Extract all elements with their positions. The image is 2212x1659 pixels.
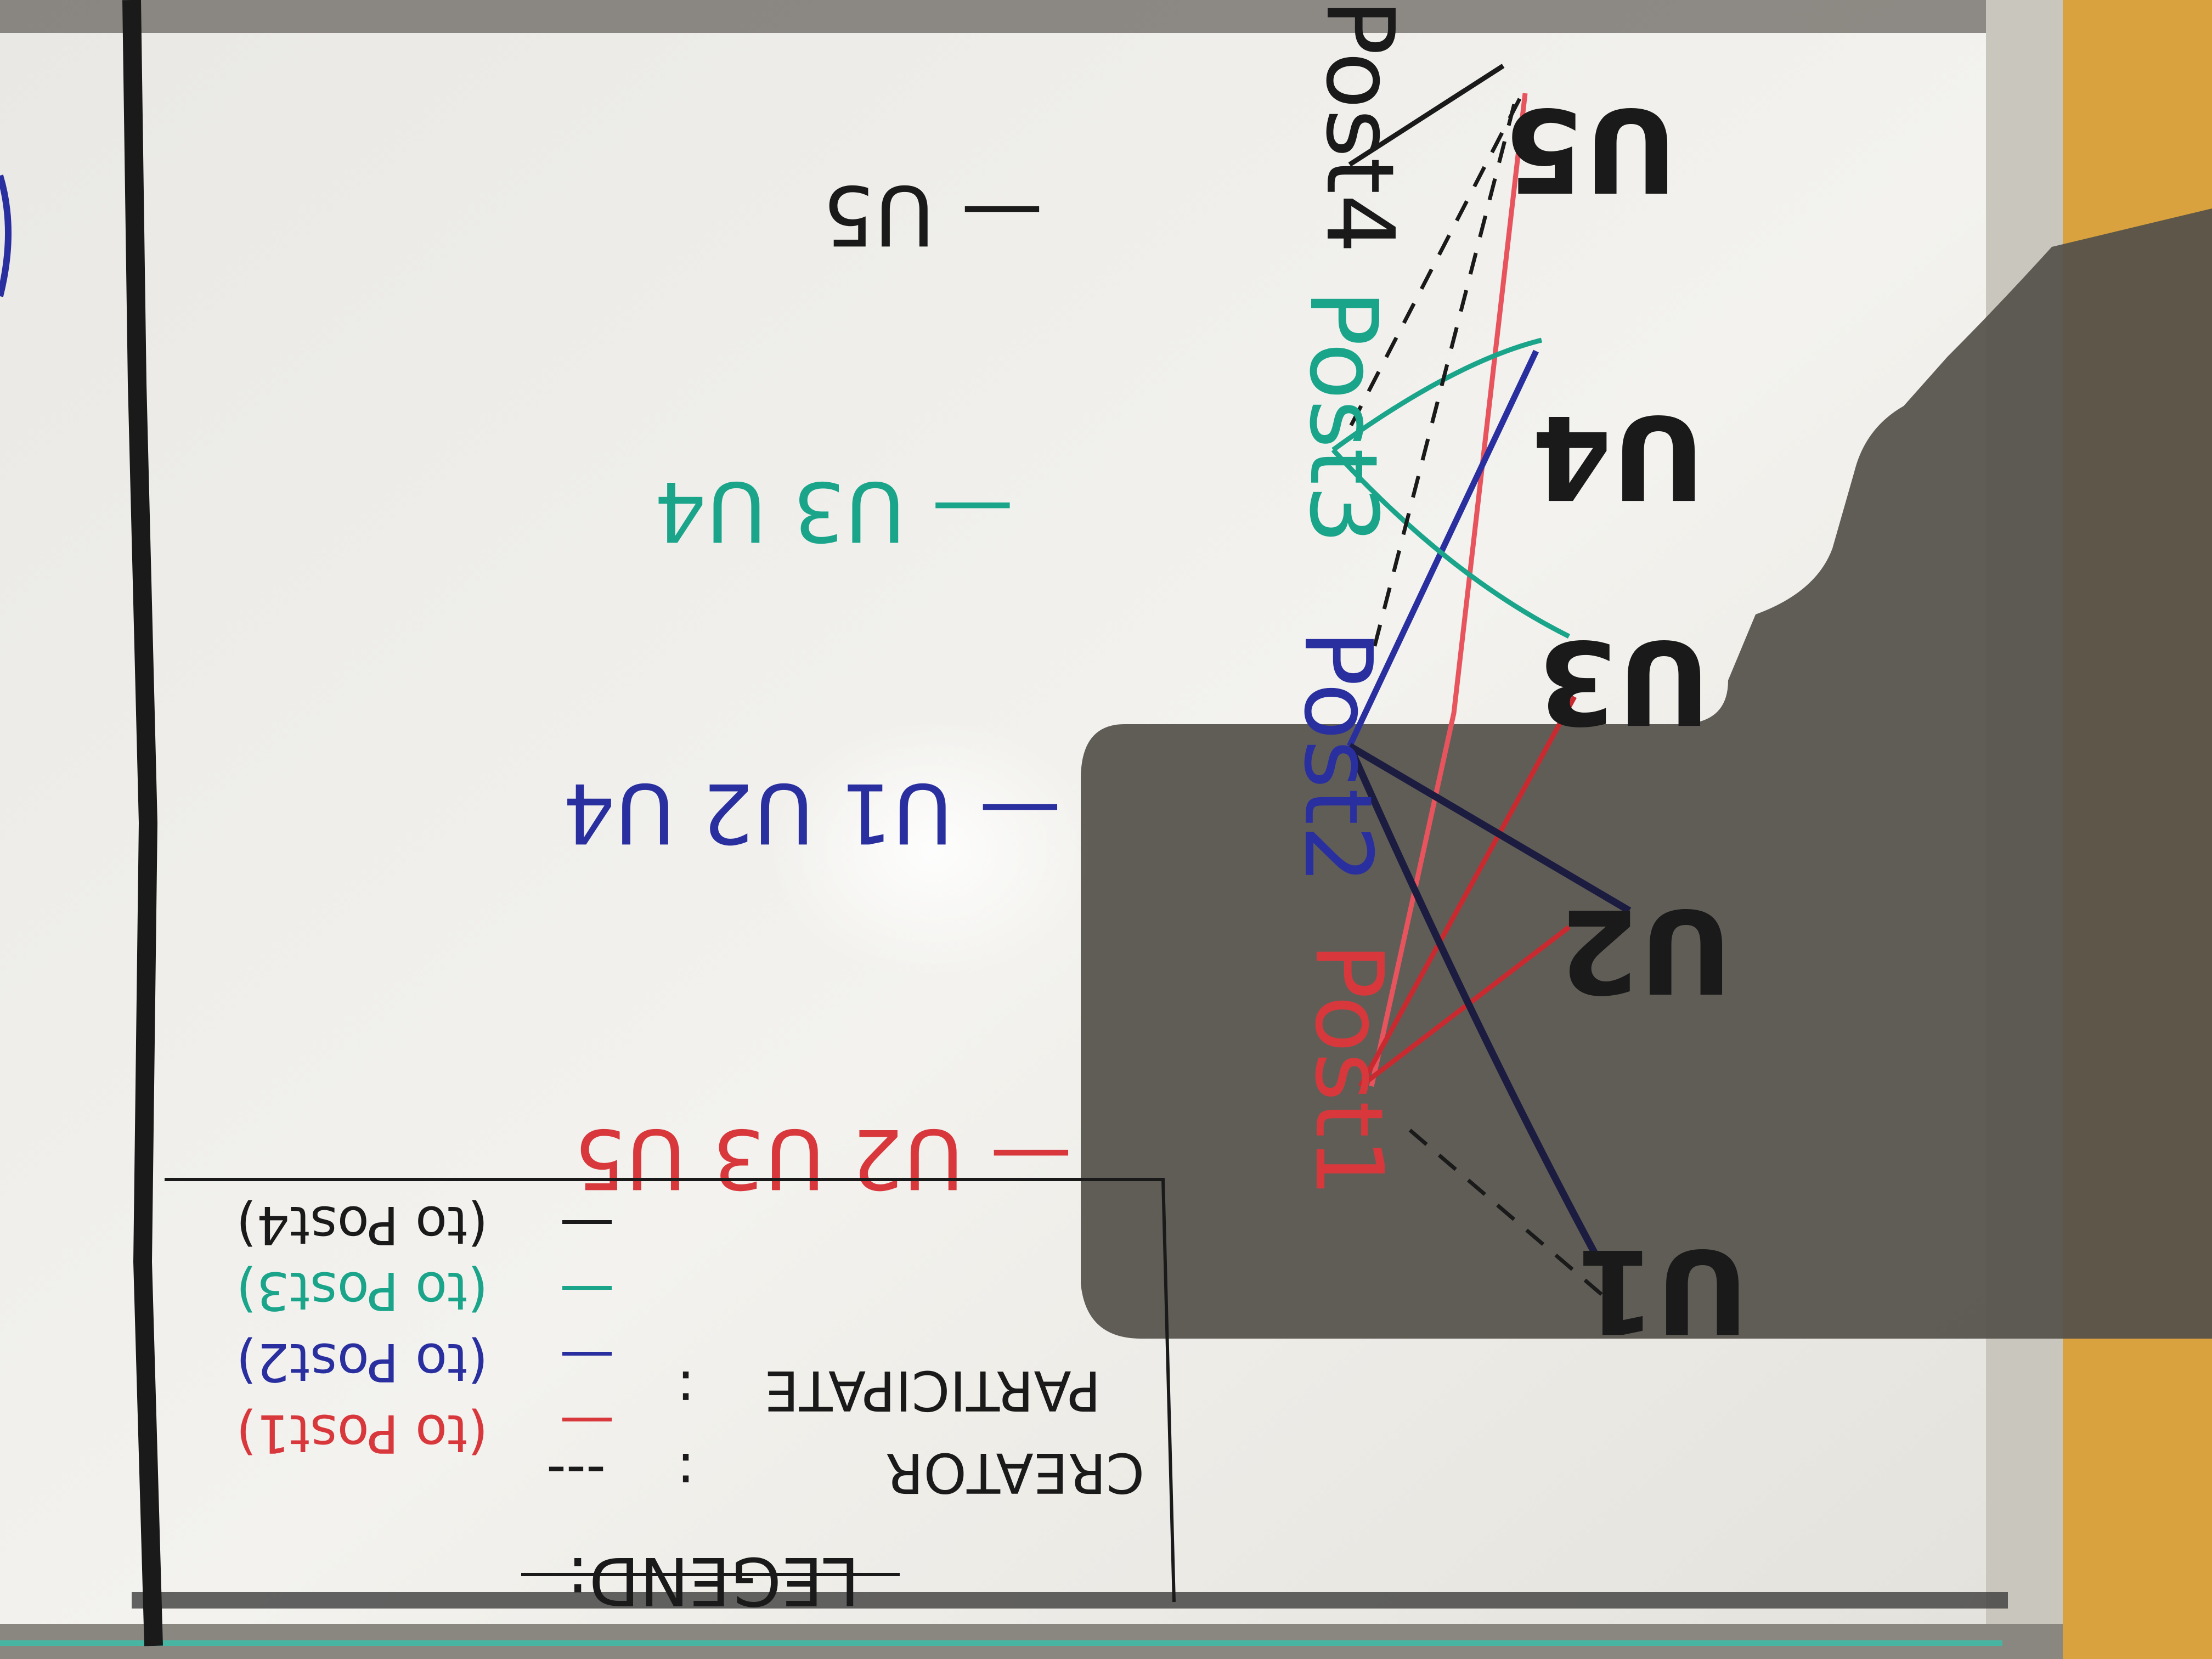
legend-entry-post1-mark: — (560, 1391, 614, 1455)
post1-members: — U2 U3 U5 (574, 1110, 1073, 1206)
legend: LEGEND: CREATOR : --- PARTICIPATE : — (t… (165, 1178, 1176, 1618)
legend-participate-sep: : (676, 1358, 695, 1423)
legend-entry-post2-text: (to Post2) (236, 1331, 488, 1392)
blue-line-u2-post2 (1347, 743, 1632, 914)
legend-entry-post1-text: (to Post1) (236, 1403, 488, 1463)
legend-creator-label: CREATOR (885, 1441, 1144, 1505)
red-line-u2-post1 (1359, 925, 1571, 1088)
user-label-u5: U5 (1504, 82, 1678, 217)
legend-entry-post2-mark: — (560, 1325, 614, 1390)
legend-entry-post4-mark: — (560, 1194, 614, 1258)
post1-label: Post1 (1294, 943, 1403, 1197)
legend-entry-post4-text: (to Post4) (236, 1194, 488, 1255)
hand-shadow (1081, 208, 2212, 1339)
top-shadow (0, 0, 1986, 33)
post2-label: Post2 (1283, 630, 1392, 884)
teal-line-u4-post3 (1331, 337, 1543, 452)
user-labels: U5 U4 U3 U2 U1 (1504, 82, 1750, 1358)
legend-entry-post3-text: (to Post3) (236, 1260, 488, 1321)
light-glare (768, 719, 1097, 982)
user-label-u3: U3 (1537, 614, 1711, 749)
red-line-u3-post1 (1358, 695, 1577, 1088)
legend-creator-mark: --- (546, 1441, 606, 1505)
legend-title: LEGEND: (567, 1542, 860, 1618)
post4-members: — U5 (822, 167, 1043, 262)
post3-members: — U3 U4 (654, 463, 1014, 558)
dashed-creator-u5-post2 (1369, 104, 1516, 659)
black-line-u5-post4 (1348, 64, 1505, 167)
teal-line-u3-post3 (1331, 448, 1571, 639)
divider-line (122, 0, 163, 1646)
legend-box-border (165, 1178, 1176, 1602)
blue-line-u1-post2 (1346, 744, 1600, 1259)
red-line-u5-post1 (1369, 93, 1528, 1087)
post2-members: — U1 U2 U4 (563, 765, 1062, 860)
connections (1331, 64, 1632, 1296)
legend-creator-sep: : (676, 1441, 695, 1505)
marker-tray-line (132, 1592, 2008, 1609)
user-label-u1: U1 (1576, 1223, 1750, 1358)
post-rows: Post4 — U5 Post3 — U3 U4 Post2 — U1 U2 U… (563, 0, 1414, 1206)
legend-entry-post3-mark: — (560, 1260, 614, 1324)
dashed-creator-u1-post1 (1408, 1128, 1604, 1296)
post3-label: Post3 (1289, 290, 1397, 544)
user-label-u4: U4 (1532, 390, 1706, 524)
dashed-creator-u5-post3 (1342, 98, 1522, 440)
post4-label: Post4 (1305, 0, 1414, 253)
tray-edge (0, 1640, 2002, 1646)
legend-participate-label: PARTICIPATE (764, 1358, 1101, 1423)
blue-line-u4-post2 (1347, 349, 1539, 748)
left-blue-mark (0, 174, 12, 297)
user-label-u2: U2 (1559, 883, 1733, 1018)
